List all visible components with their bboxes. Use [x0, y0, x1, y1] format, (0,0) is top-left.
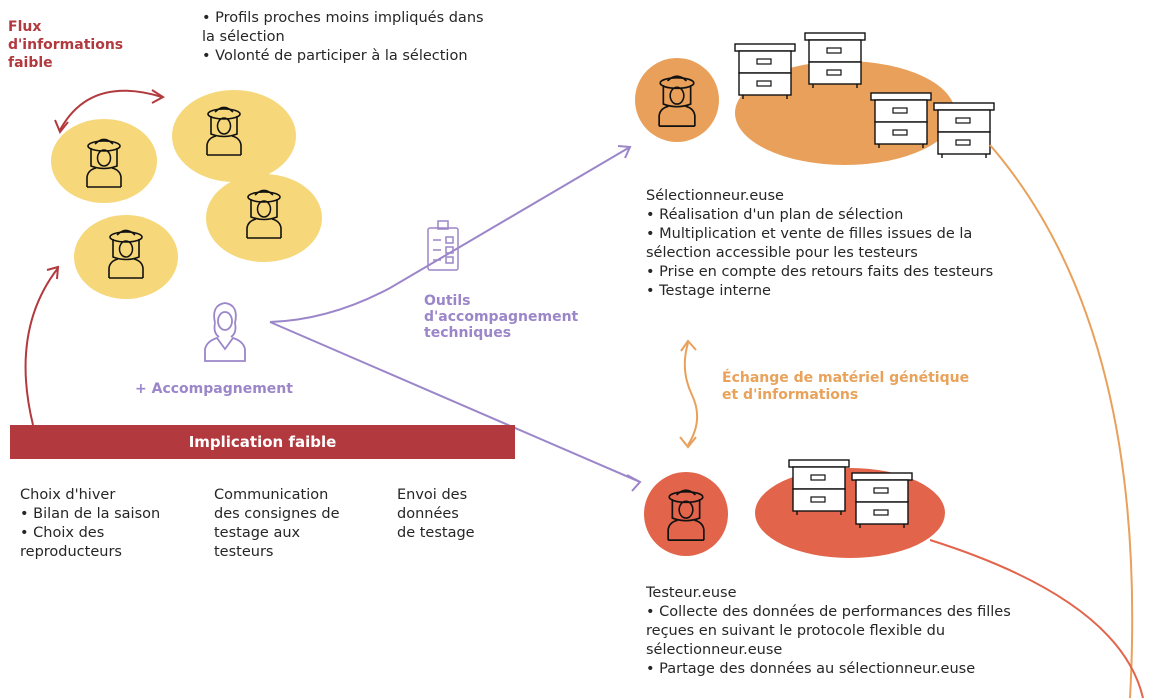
accompagnement-label: + Accompagnement — [135, 381, 293, 397]
arrow-to-testeur — [269, 321, 641, 483]
column-choix: Choix d'hiver• Bilan de la saison• Choix… — [20, 487, 161, 560]
hive-icon — [788, 459, 850, 516]
hive-icon — [734, 43, 796, 100]
feedback-curve-orange — [989, 144, 1134, 698]
hive-icon — [870, 92, 932, 149]
selectionneur-apiary — [635, 32, 995, 165]
flux-arrow — [59, 89, 163, 131]
selectionneur-text: Sélectionneur.euse• Réalisation d'un pla… — [646, 188, 994, 299]
feedback-curve-red — [929, 539, 1144, 698]
testeur-apiary — [644, 459, 945, 558]
hive-icon — [804, 32, 866, 89]
testeur-text: Testeur.euse• Collecte des données de pe… — [646, 585, 1011, 677]
hive-icon — [933, 102, 995, 159]
implication-arrow — [24, 267, 59, 426]
exchange-arrow — [683, 342, 699, 446]
beekeeper-group — [51, 90, 322, 299]
advisor-icon — [204, 302, 246, 362]
arrow-to-selectionneur — [269, 146, 631, 323]
hive-icon — [851, 472, 913, 529]
implication-bar: Implication faible — [10, 425, 515, 459]
